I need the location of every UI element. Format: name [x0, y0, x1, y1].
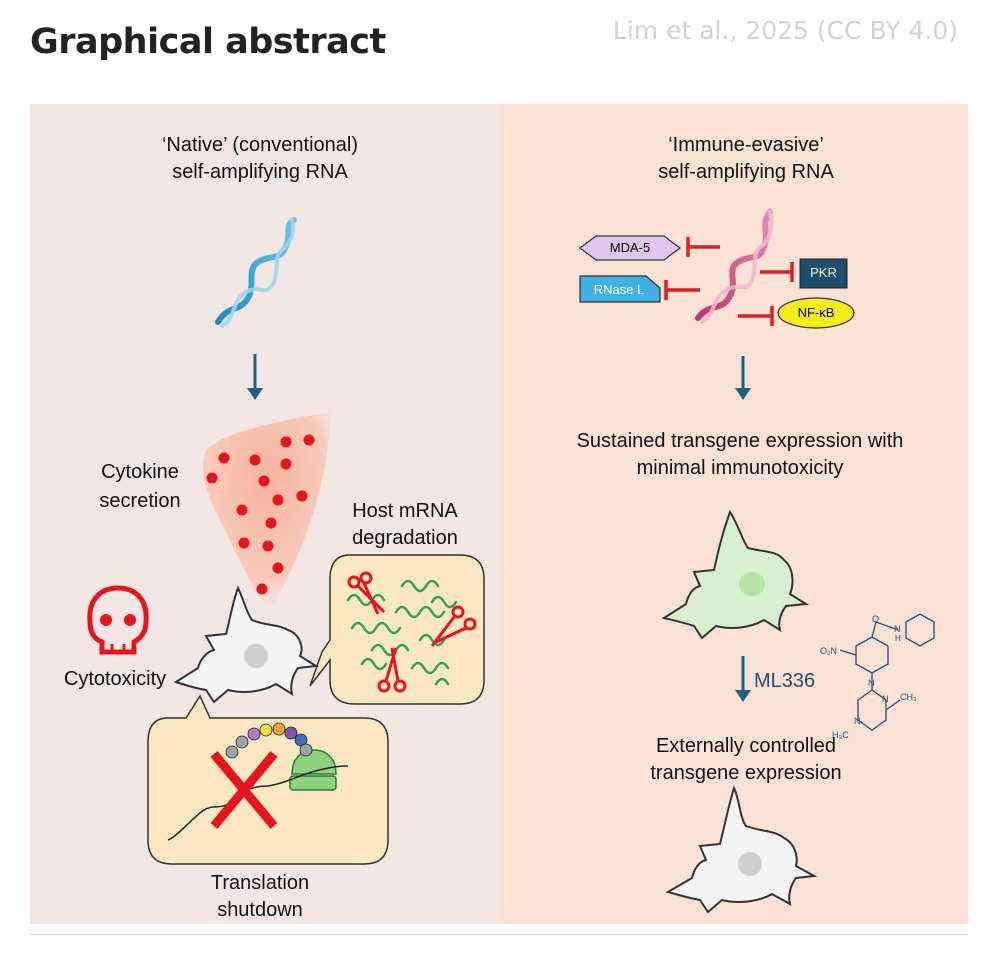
expressing-cell-icon — [661, 509, 810, 640]
molecule-atom-label: O — [872, 614, 880, 624]
immune-evasive-down-arrow-icon — [735, 356, 751, 400]
molecule-atom-label: CH₃ — [900, 692, 917, 702]
pkr-label: PKR — [810, 265, 837, 280]
bottom-divider — [30, 934, 968, 935]
immune-evasive-panel — [498, 104, 968, 924]
molecule-atom-label: H — [895, 634, 901, 643]
molecule-atom-label: O₂N — [820, 646, 837, 656]
cytokine-dots — [206, 434, 315, 595]
cytokine-label: Cytokine secretion — [99, 461, 181, 512]
molecule-atom-label: H₃C — [832, 730, 849, 740]
ml336-molecule-icon — [839, 613, 935, 731]
cytokine-cloud — [202, 412, 330, 612]
rnase-l-label: RNase L — [593, 282, 645, 297]
native-rna-helix-icon — [215, 217, 297, 328]
immune-evasive-rna-helix-icon — [695, 209, 774, 324]
mda5-sensor — [579, 235, 681, 261]
molecule-atom-label: N — [882, 694, 889, 704]
nfkb-label: NF-κB — [797, 305, 835, 320]
controlled-expression-label: Externally controlled transgene expressi… — [650, 735, 842, 784]
mda5-label: MDA-5 — [609, 240, 651, 255]
peptide-chain-icon — [225, 722, 313, 759]
immune-evasive-title: ‘Immune-evasive’ self-amplifying RNA — [658, 134, 834, 183]
native-cell-icon — [173, 585, 319, 704]
translation-callout — [147, 694, 389, 865]
nfkb-sensor — [777, 297, 855, 329]
native-down-arrow-icon — [247, 354, 263, 400]
cytotoxicity-label: Cytotoxicity — [63, 668, 167, 690]
pkr-sensor — [799, 258, 848, 289]
host-mrna-label: Host mRNA degradation — [352, 500, 458, 549]
image-credit: Lim et al., 2025 (CC BY 4.0) — [612, 16, 958, 45]
skull-icon — [87, 585, 149, 655]
mrna-fragments — [346, 579, 458, 686]
inhibition-lines — [664, 237, 794, 326]
controlled-cell-icon — [665, 785, 818, 914]
scissors-icon — [377, 647, 407, 693]
host-mrna-callout — [309, 554, 485, 705]
native-title: ‘Native’ (conventional) self-amplifying … — [161, 134, 358, 183]
ml336-label: ML336 — [754, 670, 816, 692]
molecule-atom-label: N — [894, 624, 901, 634]
scissors-icon — [430, 605, 477, 647]
ml336-down-arrow-icon — [735, 656, 751, 702]
scissors-icon — [347, 571, 386, 615]
molecule-atom-label: N — [854, 716, 861, 726]
translation-shutdown-label: Translation shutdown — [210, 872, 310, 921]
rnase-l-sensor — [579, 275, 661, 303]
page-title: Graphical abstract — [30, 22, 386, 62]
molecule-atom-label: N — [868, 678, 875, 688]
sustained-expression-label: Sustained transgene expression with mini… — [576, 430, 904, 479]
cross-icon — [210, 751, 278, 829]
